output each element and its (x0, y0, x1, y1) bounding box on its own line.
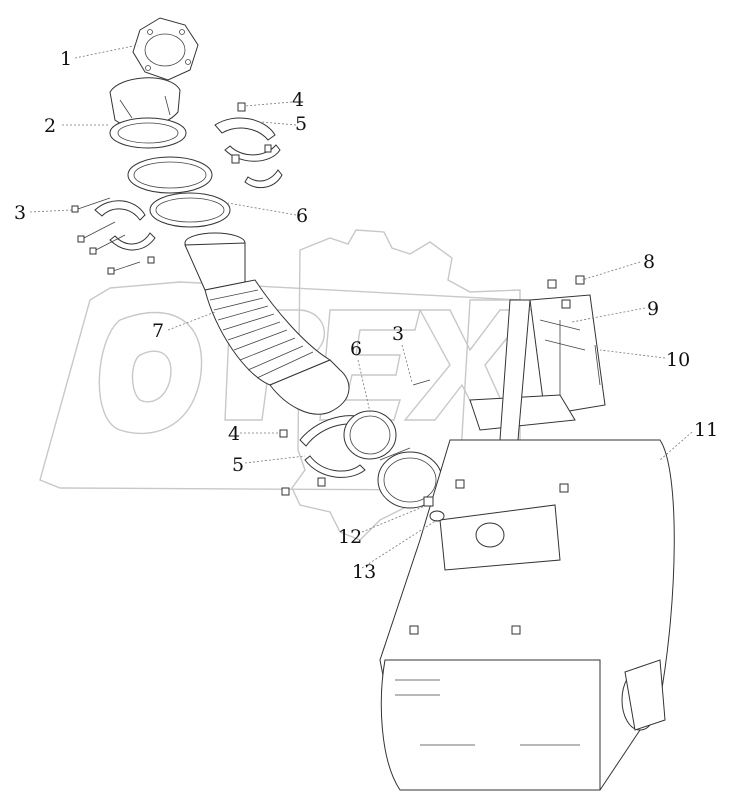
callout-3: 3 (14, 202, 26, 224)
callouts: 1 2 3 4 5 6 7 3 6 4 5 8 9 10 11 12 13 (14, 48, 718, 583)
callout-2: 2 (44, 115, 56, 137)
callout-5: 5 (295, 113, 307, 135)
left-clamps-bolts (71, 197, 156, 275)
callout-4-lower: 4 (228, 423, 240, 445)
callout-8: 8 (643, 251, 655, 273)
flange-gasket (132, 17, 199, 81)
callout-6: 6 (296, 205, 308, 227)
callout-9: 9 (647, 298, 659, 320)
callout-3-lower: 3 (392, 323, 404, 345)
callout-12: 12 (338, 526, 362, 548)
callout-10: 10 (666, 349, 690, 371)
flex-pipe (184, 232, 350, 415)
callout-7: 7 (152, 320, 164, 342)
callout-11: 11 (694, 419, 718, 441)
callout-6-lower: 6 (350, 338, 362, 360)
bellows-ribs (209, 289, 314, 379)
lower-clamp-seals (279, 379, 443, 509)
silencer (379, 439, 675, 791)
upper-clamps (214, 102, 283, 189)
leader-lines (29, 44, 693, 569)
callout-4: 4 (292, 89, 304, 111)
elbow-flange (109, 77, 187, 149)
callout-1: 1 (60, 48, 72, 70)
callout-13: 13 (352, 561, 376, 583)
upper-seal-rings (127, 156, 231, 228)
callout-5-lower: 5 (232, 454, 244, 476)
